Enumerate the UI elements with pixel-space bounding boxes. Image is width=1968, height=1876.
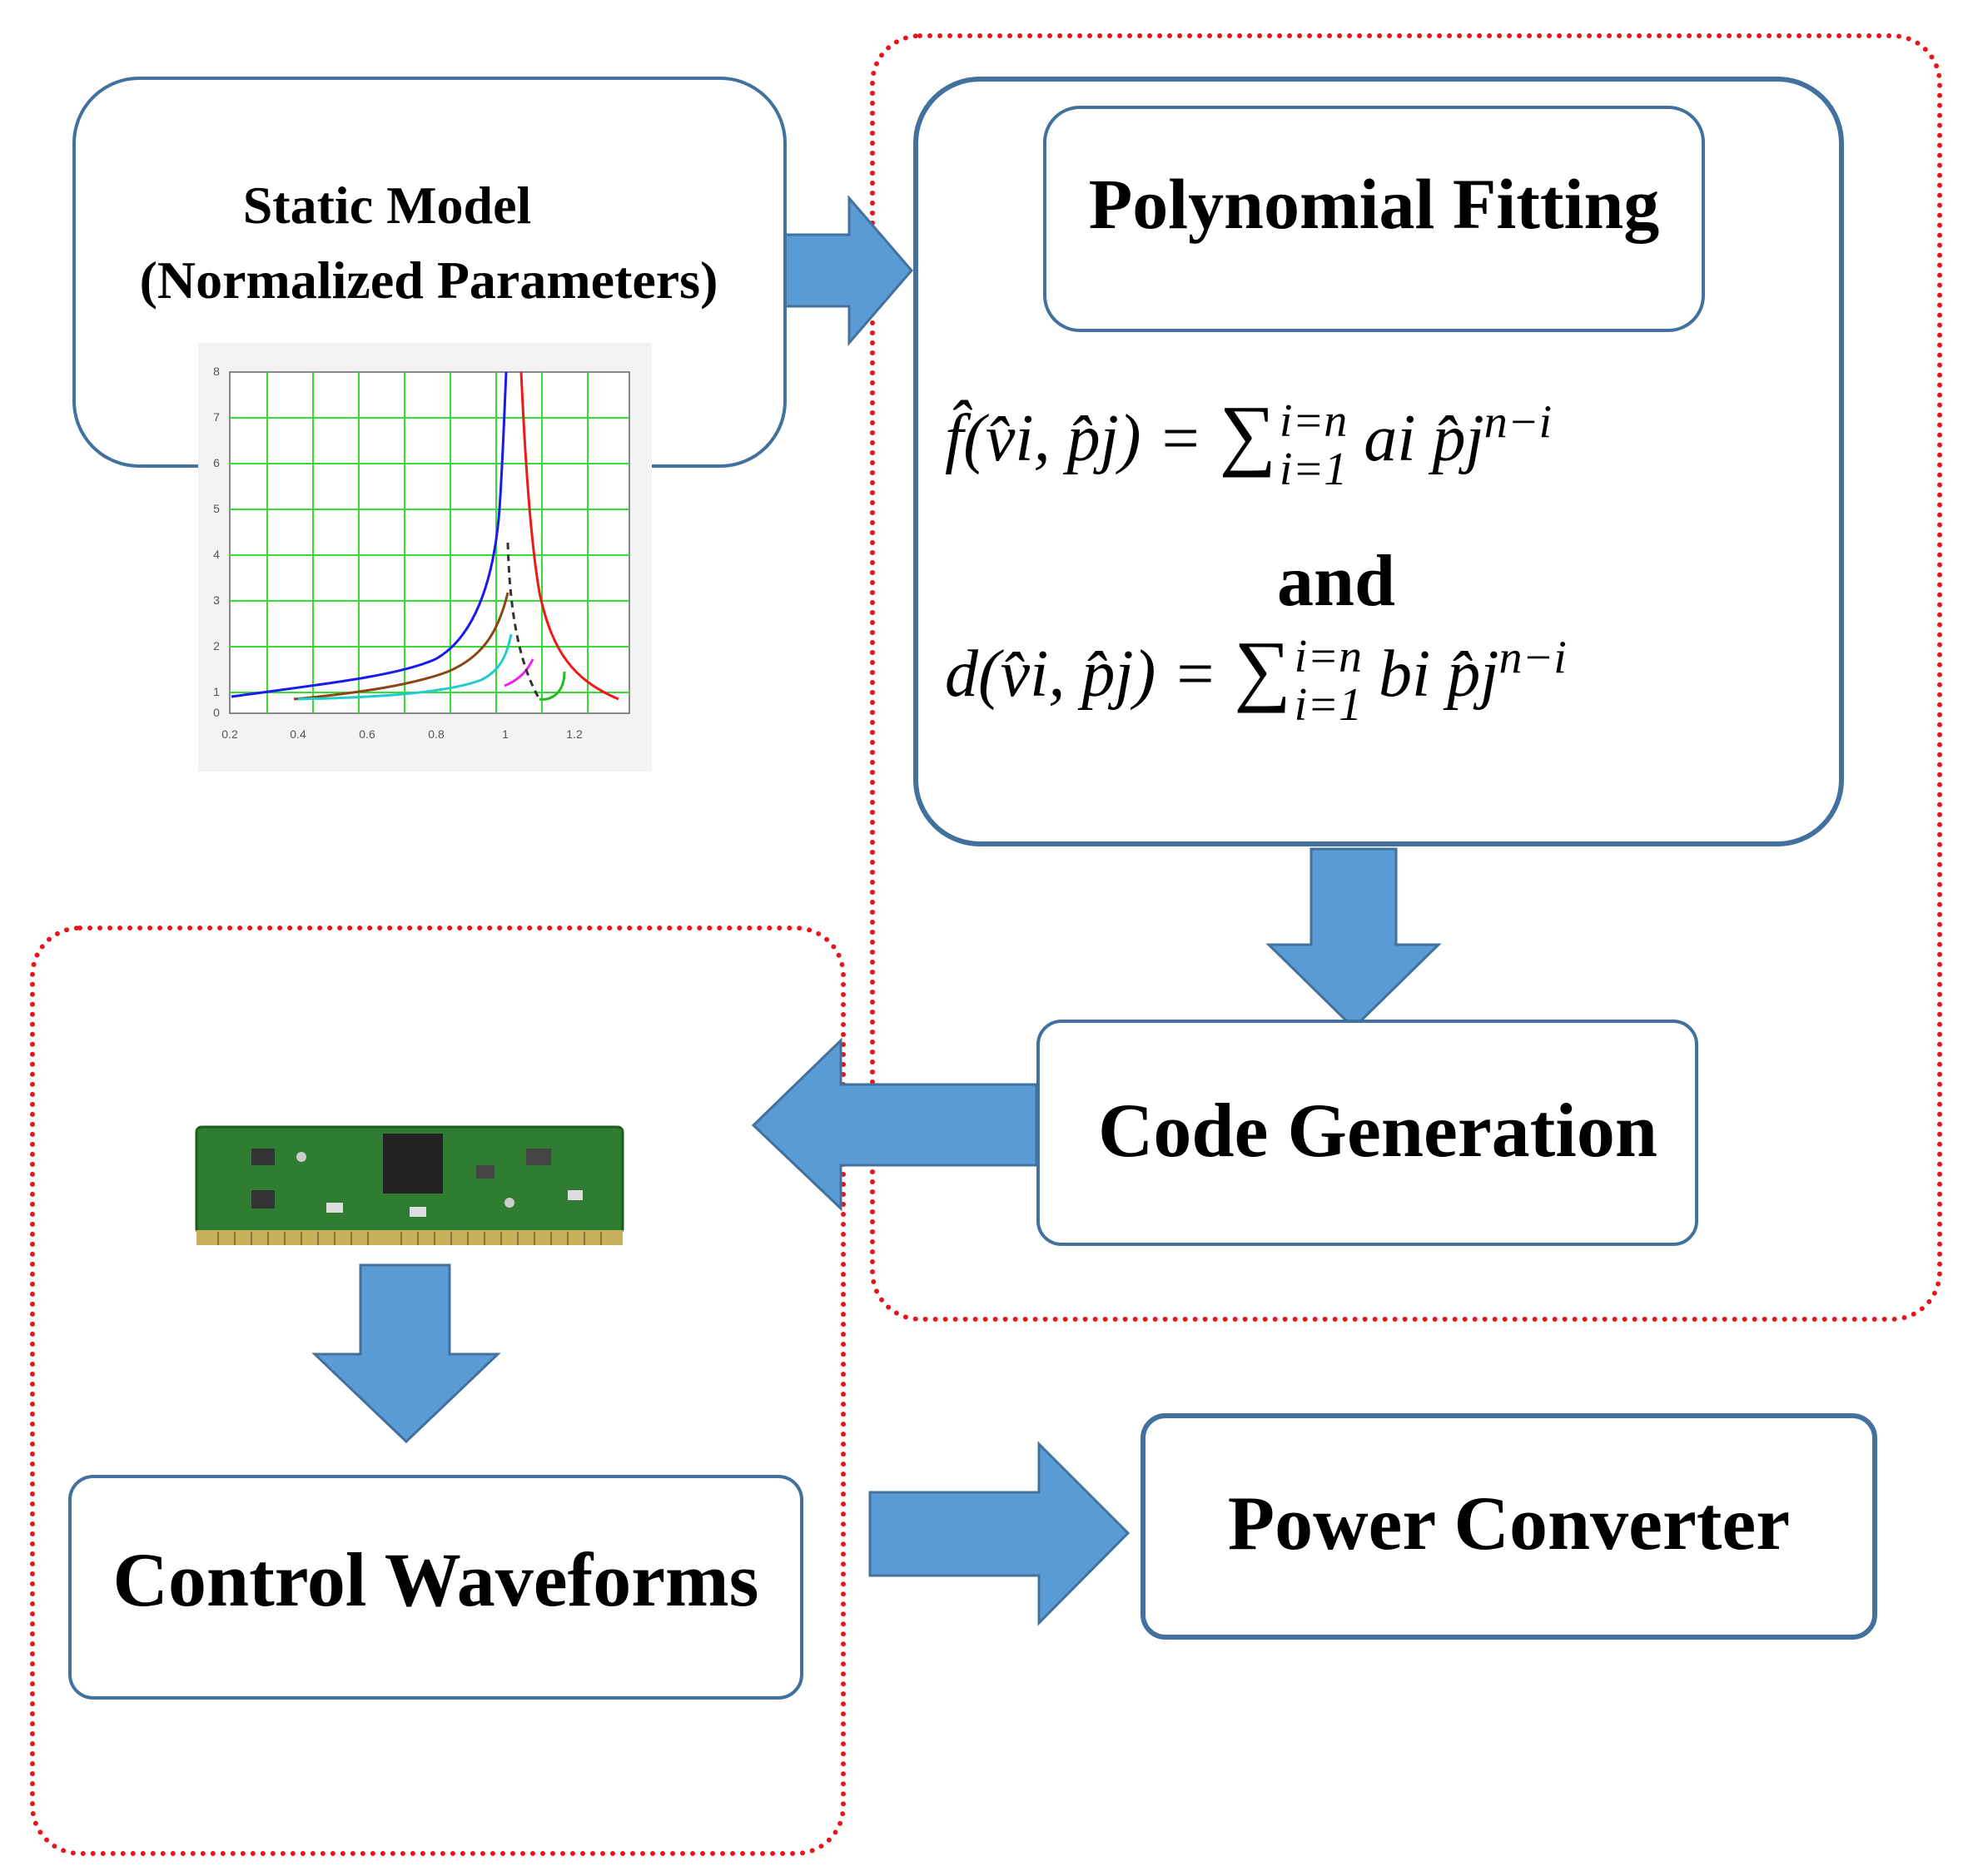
static-model-title-line2: (Normalized Parameters): [139, 251, 718, 310]
x-tick-label: 1: [502, 727, 509, 741]
x-tick-label: 1.2: [566, 727, 583, 741]
equation-f: f̂(v̂i, p̂j) = ∑ i=n i=1 ai p̂jn−i: [945, 387, 1552, 494]
equation-d-rhs: bi p̂j: [1379, 638, 1499, 711]
y-tick-label: 5: [213, 502, 220, 515]
equation-d-lhs: d(v̂i, p̂j) =: [945, 638, 1235, 711]
static-model-title-line1: Static Model: [242, 176, 532, 235]
equation-f-lhs: f̂(v̂i, p̂j) =: [945, 402, 1220, 475]
arrow-board-to-waveforms: [311, 1263, 501, 1444]
equation-d-sum-bottom: i=1: [1294, 678, 1363, 731]
plot-curve-cyan: [297, 633, 513, 701]
polynomial-fitting-title-box: [1043, 106, 1705, 332]
equation-f-rhs: ai p̂j: [1364, 402, 1484, 475]
code-generation-label: Code Generation: [1097, 1088, 1658, 1173]
equation-d: d(v̂i, p̂j) = ∑ i=n i=1 bi p̂jn−i: [945, 623, 1567, 729]
x-tick-label: 0.4: [290, 727, 306, 741]
y-tick-label: 6: [213, 456, 220, 469]
y-tick-label: 4: [213, 548, 220, 561]
controller-board-image: [195, 1125, 624, 1245]
sum-icon: ∑: [1219, 389, 1276, 478]
conjunction-and: and: [1277, 541, 1395, 622]
power-converter-label: Power Converter: [1227, 1481, 1791, 1566]
arrow-waveforms-to-converter: [868, 1441, 1131, 1626]
y-tick-label: 3: [213, 593, 220, 607]
plot-curve-black-dashed: [506, 542, 541, 700]
x-tick-label: 0.8: [428, 727, 445, 741]
plot-curve-blue: [231, 371, 508, 698]
plot-curve-magenta: [504, 658, 534, 687]
y-tick-label: 8: [213, 365, 220, 378]
hardware-group-outline: [30, 926, 846, 1856]
processing-group-outline: [870, 33, 1942, 1322]
plot-curve-red: [519, 371, 619, 701]
y-tick-label: 1: [213, 685, 220, 698]
y-tick-label: 7: [213, 410, 220, 424]
x-tick-label: 0.6: [359, 727, 375, 741]
microcontroller-chip-icon: [383, 1134, 443, 1194]
equation-f-rhs-exponent: n−i: [1483, 396, 1553, 449]
equation-f-sum-top: i=n: [1279, 395, 1348, 447]
equation-d-sum-top: i=n: [1294, 630, 1363, 682]
equation-d-rhs-exponent: n−i: [1498, 632, 1567, 684]
x-tick-label: 0.2: [221, 727, 238, 741]
y-tick-label: 0: [213, 706, 220, 719]
sum-icon: ∑: [1234, 624, 1291, 713]
plot-curve-brown: [293, 592, 509, 701]
equation-f-sum-bottom: i=1: [1279, 443, 1348, 495]
arrow-static-to-fitting: [781, 194, 913, 347]
static-model-plot: 8 7 6 5 4 3 2 1 0 0.2 0.4 0.6 0.8 1 1.2: [198, 343, 652, 772]
polynomial-fitting-title: Polynomial Fitting: [1088, 164, 1660, 244]
code-generation-box: [1036, 1020, 1698, 1246]
control-waveforms-box: [68, 1475, 803, 1700]
arrow-codegen-to-board: [751, 1037, 1038, 1212]
power-converter-box: [1141, 1413, 1877, 1640]
y-tick-label: 2: [213, 639, 220, 653]
arrow-fitting-to-codegen: [1265, 847, 1442, 1030]
plot-curve-green: [539, 671, 566, 701]
control-waveforms-label: Control Waveforms: [112, 1537, 759, 1622]
